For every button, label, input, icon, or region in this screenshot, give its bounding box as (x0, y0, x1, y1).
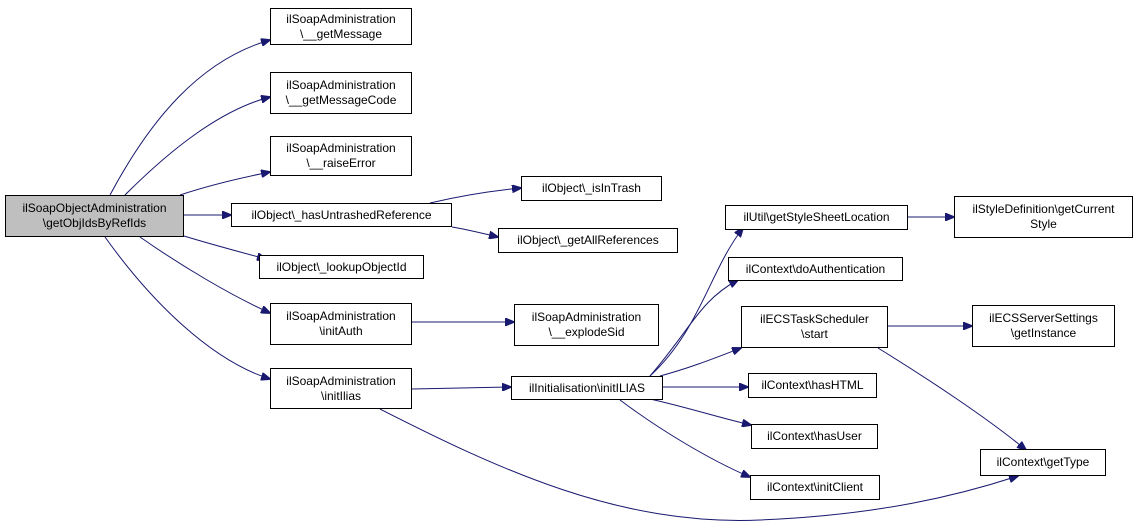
edge-init-ilias-has-user (649, 398, 751, 425)
edge-init-ilias-get-style-sheet-location (649, 228, 743, 377)
node-root: ilSoapObjectAdministration \getObjIdsByR… (5, 195, 184, 237)
node-has-html[interactable]: ilContext\hasHTML (748, 373, 877, 398)
edge-init-ilias-soap-init-ilias (411, 387, 511, 389)
node-lookup-object-id[interactable]: ilObject\_lookupObjectId (259, 255, 424, 279)
node-init-auth[interactable]: ilSoapAdministration \initAuth (270, 303, 412, 345)
node-is-in-trash[interactable]: ilObject\_isInTrash (521, 176, 662, 201)
node-raise-error[interactable]: ilSoapAdministration \__raiseError (270, 136, 412, 176)
node-explode-sid[interactable]: ilSoapAdministration \__explodeSid (514, 304, 659, 346)
node-get-current-style[interactable]: ilStyleDefinition\getCurrent Style (954, 196, 1133, 238)
node-ecs-server-settings-get-instance[interactable]: ilECSServerSettings \getInstance (972, 305, 1115, 347)
edge-init-ilias-init-client (619, 399, 750, 477)
edge-ecs-start-get-type (877, 347, 1026, 450)
node-has-untrashed-reference[interactable]: ilObject\_hasUntrashedReference (231, 203, 452, 227)
edge-root-init-ilias-soap (104, 236, 270, 379)
node-has-user[interactable]: ilContext\hasUser (751, 424, 878, 449)
node-get-style-sheet-location[interactable]: ilUtil\getStyleSheetLocation (725, 205, 908, 230)
edge-untrashed-get-all-references (451, 226, 498, 237)
node-get-all-references[interactable]: ilObject\_getAllReferences (498, 228, 678, 253)
edge-root-raise-error (179, 172, 270, 196)
node-get-message-code[interactable]: ilSoapAdministration \__getMessageCode (270, 72, 412, 114)
edge-root-lookup-object-id (183, 235, 266, 259)
edge-root-get-message (109, 40, 270, 196)
node-get-type[interactable]: ilContext\getType (980, 449, 1106, 476)
node-init-ilias[interactable]: ilInitialisation\initILIAS (511, 376, 663, 400)
edge-init-ilias-do-authentication (649, 280, 738, 377)
node-ecs-task-scheduler-start[interactable]: ilECSTaskScheduler \start (741, 306, 888, 348)
edge-root-init-auth (139, 236, 270, 313)
node-init-ilias-soap[interactable]: ilSoapAdministration \initIlias (270, 368, 412, 409)
edge-init-ilias-soap-get-type (379, 408, 1018, 521)
node-init-client[interactable]: ilContext\initClient (750, 475, 880, 500)
edge-root-get-message-code (124, 97, 270, 196)
node-do-authentication[interactable]: ilContext\doAuthentication (728, 257, 903, 281)
edge-untrashed-is-in-trash (429, 188, 521, 204)
node-get-message[interactable]: ilSoapAdministration \__getMessage (270, 8, 412, 45)
edge-init-ilias-ecs-task-scheduler-start (659, 348, 741, 377)
